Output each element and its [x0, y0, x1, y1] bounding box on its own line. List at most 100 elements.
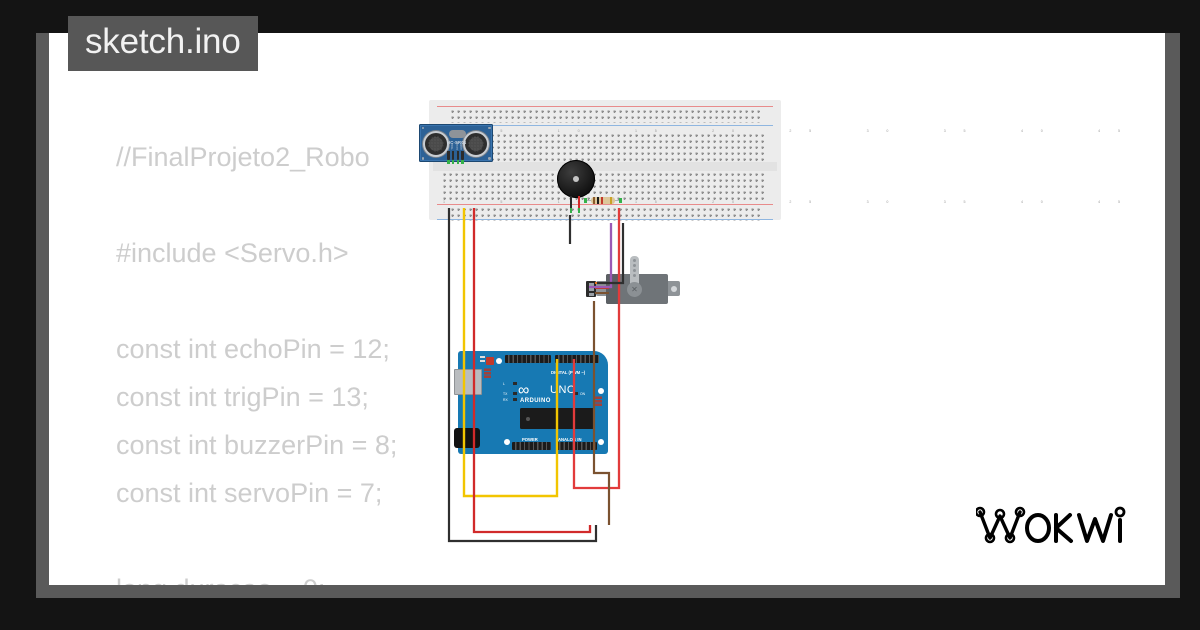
analog-header-label: ANALOG IN: [558, 437, 582, 442]
project-preview-card: //FinalProjeto2_Robo #include <Servo.h> …: [49, 33, 1165, 585]
servo-horn[interactable]: [630, 256, 639, 288]
servo-mount-tab: [664, 281, 680, 296]
breadboard-contact: [570, 208, 572, 213]
wire-buzzer-red[interactable]: [572, 208, 621, 490]
power-header[interactable]: [512, 442, 551, 450]
wire-servo-brown[interactable]: [592, 301, 611, 525]
led-on: [574, 392, 578, 395]
breadboard-contact: [584, 198, 587, 203]
mounting-hole: [598, 388, 604, 394]
resistor-band: [610, 197, 613, 204]
resistor-lead: [614, 199, 620, 202]
led-label-tx: TX: [503, 392, 508, 396]
crystal-oscillator: [449, 130, 466, 138]
logo-node-dot: [984, 532, 996, 544]
horn-hole: [633, 274, 636, 277]
horn-hole: [633, 269, 636, 272]
digital-header-right[interactable]: [555, 355, 599, 363]
sensor-model-label: HC-SR04: [447, 140, 467, 145]
wire-vcc-red[interactable]: [472, 208, 592, 534]
breadboard-rail-negative-bottom: [437, 219, 773, 220]
connector-pin: [588, 288, 594, 291]
usb-port: [454, 369, 482, 395]
led-label-l: L: [503, 382, 505, 386]
ultrasonic-transducer-left: [423, 131, 449, 157]
connector-pin: [588, 293, 594, 296]
code-line: //FinalProjeto2_Robo: [116, 142, 370, 172]
icsp-header: [595, 396, 602, 406]
code-line: #include <Servo.h>: [116, 238, 349, 268]
digital-header-label: DIGITAL (PWM ~): [551, 370, 586, 375]
resistor-lead: [586, 199, 592, 202]
servo-motor[interactable]: [586, 256, 682, 308]
wire-gnd-black[interactable]: [447, 208, 598, 543]
resistor-body: [591, 197, 615, 204]
sensor-pin: [451, 151, 455, 160]
buzzer-sound-hole: [573, 176, 579, 182]
led-label-on: ON: [580, 392, 586, 396]
led-l: [513, 382, 517, 385]
connector-pin: [588, 283, 594, 286]
breadboard-holes: [451, 208, 763, 221]
logo-node-dot: [1004, 532, 1016, 544]
reset-trace: [480, 360, 485, 362]
screw-hole: [488, 126, 491, 129]
resistor[interactable]: [584, 197, 622, 204]
breadboard-rail-positive-bottom: [437, 204, 773, 205]
sensor-pin: [461, 151, 464, 160]
arduino-uno-board[interactable]: DIGITAL (PWM ~) POWER ANALOG IN ∞ UNO AR…: [454, 351, 608, 454]
screw-hole: [421, 126, 424, 129]
led-label-rx: RX: [503, 398, 508, 402]
file-tab[interactable]: sketch.ino: [68, 16, 258, 71]
horn-hole: [633, 259, 636, 262]
resistor-band: [601, 197, 604, 204]
code-editor-pane[interactable]: //FinalProjeto2_Robo #include <Servo.h> …: [116, 133, 476, 585]
wire-echo-yellow[interactable]: [462, 208, 559, 498]
wokwi-logo-mark: [974, 506, 1126, 544]
arduino-infinity-logo: ∞: [518, 382, 530, 399]
breadboard-contact: [578, 208, 580, 213]
buzzer-leg-negative: [570, 196, 572, 213]
code-line: [116, 181, 476, 229]
analog-header[interactable]: [556, 442, 597, 450]
board-brand-label: ARDUINO: [520, 398, 551, 404]
logo-dot-i: [1114, 506, 1126, 518]
servo-lead-ground: [595, 292, 609, 294]
led-tx: [513, 392, 517, 395]
mounting-hole: [496, 358, 502, 364]
sensor-pin-row: [447, 151, 464, 160]
servo-output-shaft: [627, 282, 642, 297]
ultrasonic-sensor-hc-sr04[interactable]: HC-SR04 VCC TRIG ECHO GND: [419, 124, 493, 162]
file-tab-label: sketch.ino: [85, 22, 241, 61]
logo-node-dot: [1014, 506, 1026, 518]
code-line: [116, 517, 476, 565]
buzzer[interactable]: [557, 160, 595, 213]
code-line: const int servoPin = 7;: [116, 478, 383, 508]
reset-button[interactable]: [486, 357, 494, 365]
breadboard-holes: [451, 110, 763, 123]
breadboard-rail-positive-top: [437, 106, 773, 107]
mounting-hole: [598, 439, 604, 445]
icsp-header: [484, 368, 491, 378]
breadboard-contact: [619, 198, 622, 203]
servo-connector: [586, 281, 596, 297]
screw-hole: [421, 157, 424, 160]
breadboard: 1 5 10 15 20 25 30 35 40 45 50 55 1 5 10…: [429, 100, 1165, 221]
wire-servo-black[interactable]: [597, 223, 625, 285]
code-line: const int buzzerPin = 8;: [116, 430, 398, 460]
servo-case-shadow: [606, 274, 618, 304]
circuit-diagram: 1 5 10 15 20 25 30 35 40 45 50 55 1 5 10…: [49, 33, 1165, 585]
code-line: [116, 277, 476, 325]
wire-servo-purple[interactable]: [589, 223, 613, 289]
code-line: const int echoPin = 12;: [116, 334, 390, 364]
horn-hole: [633, 264, 636, 267]
sensor-pin: [456, 151, 460, 160]
breadboard-holes: [443, 173, 765, 200]
code-line: long duracao = 0;: [116, 565, 476, 585]
breadboard-center-channel: [433, 162, 777, 171]
sensor-pin: [447, 151, 450, 160]
digital-header-left[interactable]: [505, 355, 551, 363]
code-line: const int trigPin = 13;: [116, 382, 369, 412]
buzzer-leg-positive: [578, 196, 580, 213]
ultrasonic-transducer-right: [463, 131, 489, 157]
